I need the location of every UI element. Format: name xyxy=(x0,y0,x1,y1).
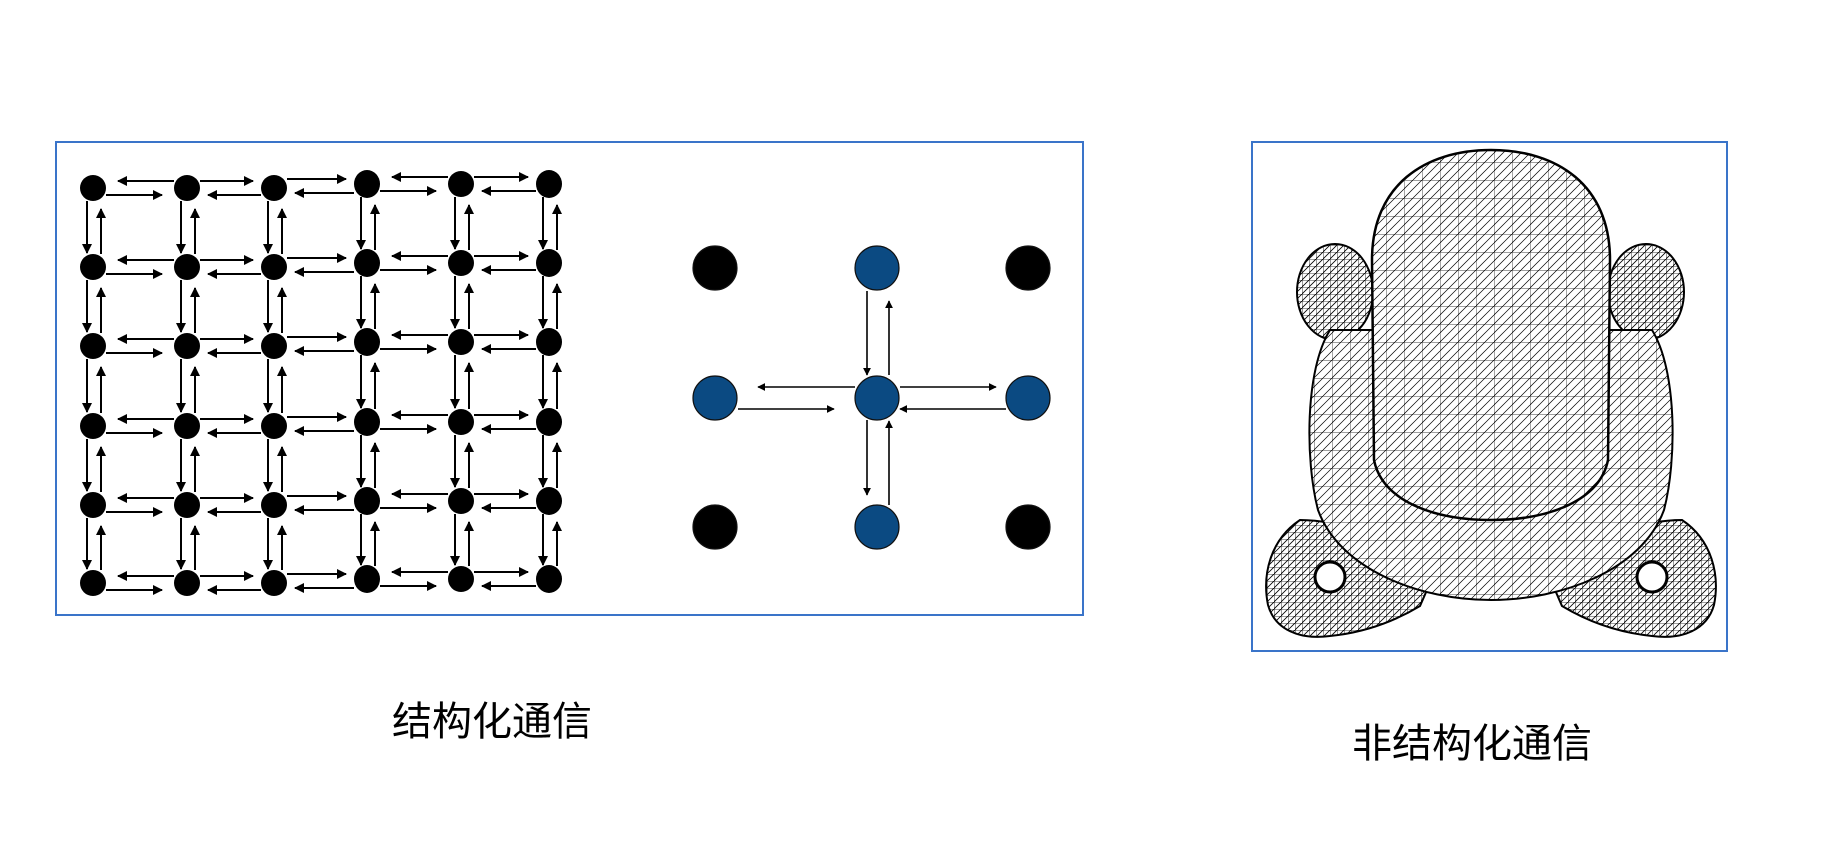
mesh-left-hole xyxy=(1313,560,1347,594)
five-point-stencil xyxy=(692,245,1051,550)
grid-node xyxy=(261,492,287,518)
grid-node xyxy=(536,249,562,277)
grid-node xyxy=(261,175,287,201)
grid-node xyxy=(448,409,474,435)
grid-node xyxy=(536,487,562,515)
grid-node xyxy=(354,487,380,515)
mesh-upper-right-ear xyxy=(1607,243,1685,341)
grid-node xyxy=(174,570,200,596)
grid-node xyxy=(448,171,474,197)
grid-node xyxy=(536,170,562,198)
stencil-node-highlighted xyxy=(1005,375,1051,421)
grid-node xyxy=(80,333,106,359)
stencil-node-highlighted xyxy=(854,245,900,291)
grid-node xyxy=(174,333,200,359)
grid-node xyxy=(80,570,106,596)
grid-node xyxy=(536,328,562,356)
grid-node xyxy=(174,254,200,280)
grid-node xyxy=(354,170,380,198)
grid-node xyxy=(354,565,380,593)
unstructured-mesh-model xyxy=(1265,148,1717,638)
grid-node xyxy=(80,254,106,280)
grid-node xyxy=(261,333,287,359)
grid-node xyxy=(536,408,562,436)
grid-node xyxy=(174,175,200,201)
grid-node xyxy=(448,329,474,355)
structured-communication-caption: 结构化通信 xyxy=(392,699,592,745)
grid-node xyxy=(261,570,287,596)
stencil-node-highlighted xyxy=(692,375,738,421)
stencil-node xyxy=(1005,245,1051,291)
stencil-node xyxy=(1005,504,1051,550)
grid-node xyxy=(354,328,380,356)
grid-node xyxy=(448,488,474,514)
grid-node xyxy=(536,565,562,593)
grid-node xyxy=(261,413,287,439)
grid-node xyxy=(174,413,200,439)
mesh-upper-left-ear xyxy=(1296,243,1374,341)
grid-node xyxy=(80,413,106,439)
grid-node xyxy=(174,492,200,518)
grid-node xyxy=(80,175,106,201)
grid-node xyxy=(354,249,380,277)
structured-communication-panel xyxy=(55,141,1084,616)
structured-grid xyxy=(80,170,562,596)
stencil-node-highlighted xyxy=(854,375,900,421)
mesh-right-hole xyxy=(1635,560,1669,594)
grid-node xyxy=(354,408,380,436)
stencil-node xyxy=(692,245,738,291)
unstructured-communication-caption: 非结构化通信 xyxy=(1352,721,1592,767)
grid-node xyxy=(80,492,106,518)
stencil-node-highlighted xyxy=(854,504,900,550)
stencil-node xyxy=(692,504,738,550)
grid-node xyxy=(448,250,474,276)
grid-node xyxy=(448,566,474,592)
mesh-dome xyxy=(1370,148,1612,522)
grid-node xyxy=(261,254,287,280)
